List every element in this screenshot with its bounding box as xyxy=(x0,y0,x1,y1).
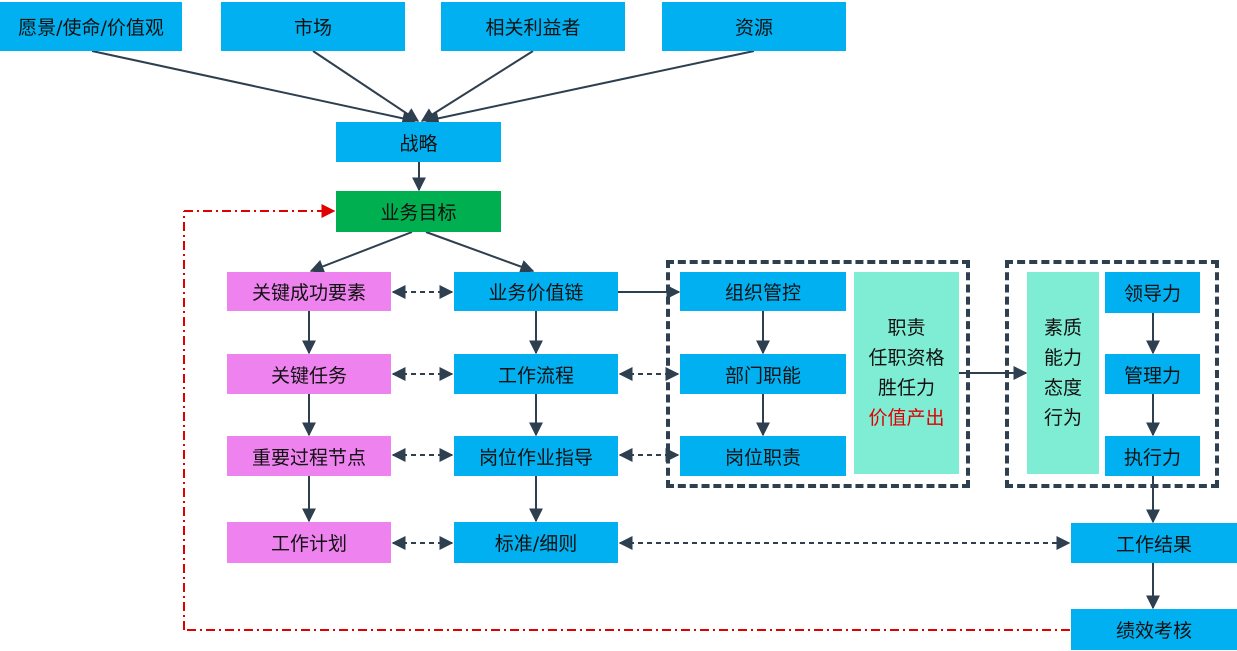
ability-label-1: 管理力 xyxy=(1123,364,1181,387)
org-duty-frame xyxy=(666,260,970,488)
vision-to-strategy-arrow xyxy=(91,50,417,126)
middle-label-1: 工作流程 xyxy=(497,364,574,387)
management-box: 管理力 xyxy=(1105,354,1200,394)
left-label-1: 关键任务 xyxy=(270,364,347,387)
org-control-box: 组织管控 xyxy=(680,272,846,311)
quality-label-2: 态度 xyxy=(1043,377,1082,399)
quality-block: 素质 能力 态度 行为 xyxy=(1027,272,1099,474)
market-box: 市场 xyxy=(221,2,405,51)
work-plan-box: 工作计划 xyxy=(227,522,391,563)
duty-label-2: 胜任力 xyxy=(877,377,935,399)
job-guidance-box: 岗位作业指导 xyxy=(454,436,618,476)
quality-label-1: 能力 xyxy=(1043,347,1082,369)
ability-label-2: 执行力 xyxy=(1123,446,1181,469)
leadership-box: 领导力 xyxy=(1105,272,1200,313)
business-goal-box: 业务目标 xyxy=(336,191,501,232)
left-label-2: 重要过程节点 xyxy=(251,446,366,469)
ability-label-0: 领导力 xyxy=(1123,283,1181,305)
left-label-3: 工作计划 xyxy=(270,533,347,555)
quality-label-3: 行为 xyxy=(1043,407,1082,429)
execution-box: 执行力 xyxy=(1105,436,1200,476)
resources-to-strategy-arrow xyxy=(424,50,755,126)
duty-label-1: 任职资格 xyxy=(868,347,945,369)
job-duties-box: 岗位职责 xyxy=(680,436,846,476)
goal-to-valuechain-arrow xyxy=(425,231,535,274)
duty-qualification-block: 职责 任职资格 胜任力 价值产出 xyxy=(854,272,959,474)
org-label-0: 组织管控 xyxy=(724,282,801,304)
performance-label: 绩效考核 xyxy=(1115,620,1192,642)
market-to-strategy-arrow xyxy=(312,50,420,122)
goal-to-ksf-arrow xyxy=(309,231,413,273)
middle-label-2: 岗位作业指导 xyxy=(478,446,593,469)
key-process-nodes-box: 重要过程节点 xyxy=(227,436,391,476)
left-label-0: 关键成功要素 xyxy=(251,282,366,304)
resources-label: 资源 xyxy=(734,17,773,39)
middle-label-0: 业务价值链 xyxy=(488,282,584,304)
org-label-1: 部门职能 xyxy=(724,364,801,387)
work-result-label: 工作结果 xyxy=(1115,533,1192,556)
business-value-chain-box: 业务价值链 xyxy=(454,272,618,311)
vision-mission-values-box: 愿景/使命/价值观 xyxy=(0,2,182,51)
duty-label-0: 职责 xyxy=(887,317,926,339)
middle-label-3: 标准/细则 xyxy=(494,533,578,555)
stakeholders-to-strategy-arrow xyxy=(420,50,534,122)
strategy-label: 战略 xyxy=(399,132,438,155)
key-success-factors-box: 关键成功要素 xyxy=(227,272,391,311)
org-label-2: 岗位职责 xyxy=(724,446,801,469)
duty-label-3: 价值产出 xyxy=(868,407,945,429)
work-process-box: 工作流程 xyxy=(454,354,618,394)
vision-label: 愿景/使命/价值观 xyxy=(18,17,164,39)
work-result-box: 工作结果 xyxy=(1071,523,1237,563)
business-goal-label: 业务目标 xyxy=(380,202,457,224)
stakeholders-label: 相关利益者 xyxy=(485,17,581,39)
stakeholders-box: 相关利益者 xyxy=(441,2,625,51)
quality-label-0: 素质 xyxy=(1043,317,1082,339)
department-function-box: 部门职能 xyxy=(680,354,846,394)
quality-ability-frame xyxy=(1005,260,1219,488)
strategy-box: 战略 xyxy=(336,122,501,162)
market-label: 市场 xyxy=(293,17,332,39)
standards-rules-box: 标准/细则 xyxy=(454,522,618,563)
resources-box: 资源 xyxy=(662,2,846,51)
performance-review-box: 绩效考核 xyxy=(1071,609,1237,650)
key-tasks-box: 关键任务 xyxy=(227,354,391,394)
